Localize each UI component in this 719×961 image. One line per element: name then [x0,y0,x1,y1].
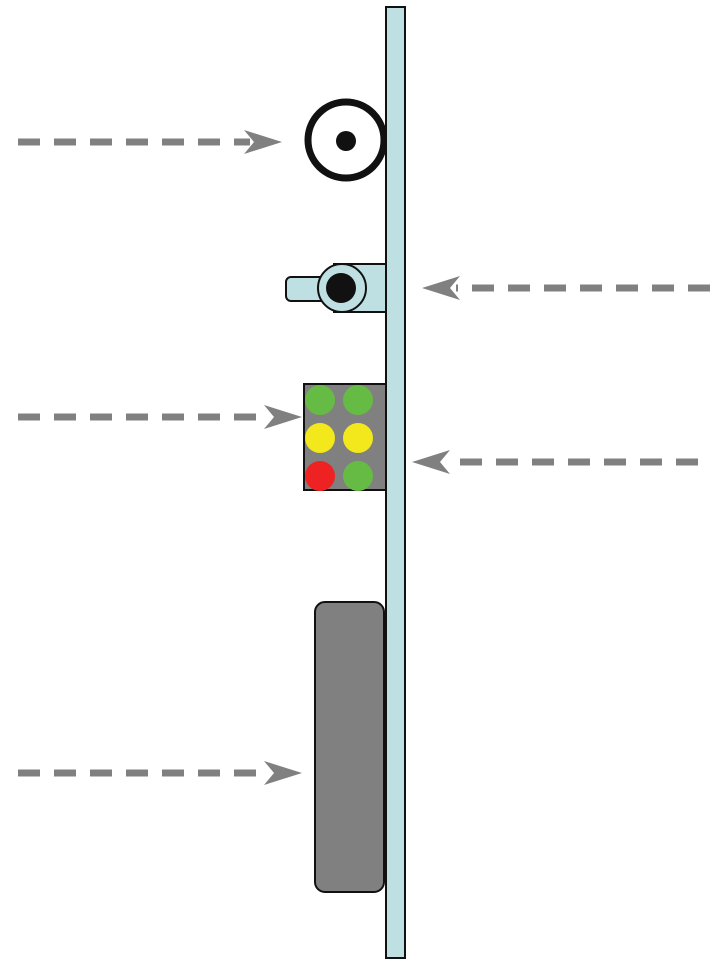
arrow-to-ring [18,130,282,154]
circular-ring-fixture [304,98,388,182]
arrow-head [264,761,302,785]
light-red-bottom-left [305,461,335,491]
lever-pivot-dot [326,273,356,303]
light-green-bottom-right [343,461,373,491]
arrow-head [244,130,282,154]
ring-center-dot [336,131,356,151]
mounting-bar [385,6,406,959]
arrow-head [422,276,460,300]
arrow-head [412,450,450,474]
signal-light-panel [303,383,387,491]
gray-block [314,601,385,893]
arrow-to-gray-block [18,761,302,785]
light-yellow-mid-left [305,423,335,453]
light-green-top-right [343,385,373,415]
light-yellow-mid-right [343,423,373,453]
arrow-to-lever [422,276,710,300]
arrow-to-light-panel [18,405,302,429]
toggle-lever [285,263,387,313]
arrow-to-bar [412,450,698,474]
light-green-top-left [305,385,335,415]
arrow-head [264,405,302,429]
